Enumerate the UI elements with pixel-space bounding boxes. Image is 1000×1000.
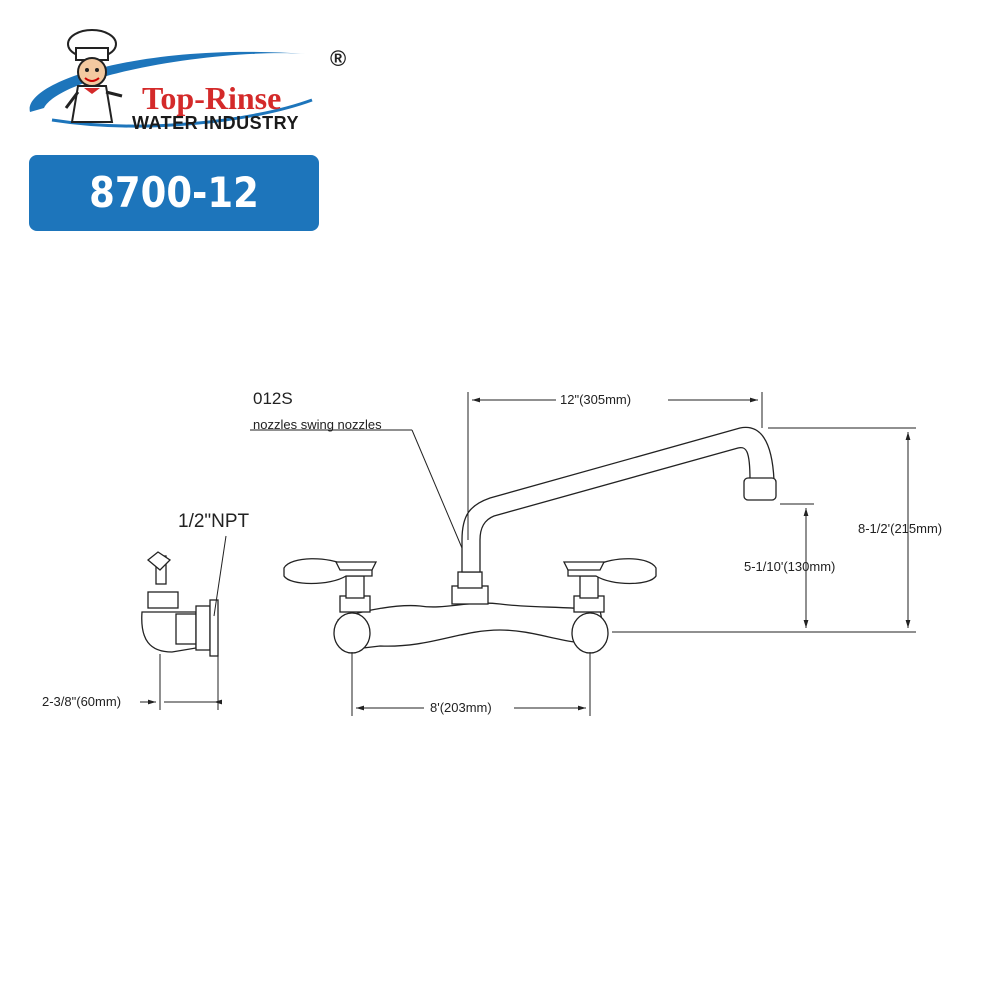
brand-logo: Top-Rinse ® bbox=[22, 22, 346, 142]
side-wall-flange bbox=[209, 599, 219, 657]
spout-reach-label: 12"(305mm) bbox=[560, 392, 631, 407]
side-flange-nut bbox=[195, 605, 211, 651]
left-body-end bbox=[333, 612, 371, 654]
model-number: 8700-12 bbox=[89, 168, 259, 217]
right-valve-stem bbox=[579, 575, 599, 599]
callout-text: nozzles swing nozzles bbox=[253, 417, 382, 432]
right-lever-handle bbox=[567, 558, 657, 585]
overall-height-label: 8-1/2'(215mm) bbox=[858, 521, 942, 536]
faucet-front-view bbox=[283, 426, 777, 654]
registered-mark: ® bbox=[330, 46, 347, 71]
left-lever-handle bbox=[283, 558, 373, 585]
model-badge: 8700-12 bbox=[29, 155, 319, 231]
dimension-lines bbox=[140, 392, 916, 716]
side-coupling bbox=[175, 613, 197, 645]
aerator bbox=[743, 477, 777, 501]
wall-depth-label: 2-3/8"(60mm) bbox=[42, 694, 121, 709]
spout-nut bbox=[451, 585, 489, 605]
brand-name: Top-Rinse bbox=[142, 80, 282, 116]
spout-pipe bbox=[461, 426, 775, 573]
faucet-body bbox=[337, 602, 607, 651]
logo-graphic bbox=[29, 29, 313, 128]
callout-code: 012S bbox=[253, 389, 293, 408]
chef-mascot-icon bbox=[64, 29, 123, 123]
npt-label: 1/2"NPT bbox=[178, 511, 250, 532]
side-handle-nut bbox=[147, 591, 179, 609]
faucet-side-view bbox=[141, 551, 219, 657]
left-valve-stem bbox=[345, 575, 365, 599]
spout-collar bbox=[457, 571, 483, 589]
right-body-end bbox=[571, 612, 609, 654]
center-spacing-label: 8'(203mm) bbox=[430, 700, 492, 715]
brand-subtitle: WATER INDUSTRY bbox=[132, 113, 299, 133]
spout-clearance-label: 5-1/10'(130mm) bbox=[744, 559, 835, 574]
